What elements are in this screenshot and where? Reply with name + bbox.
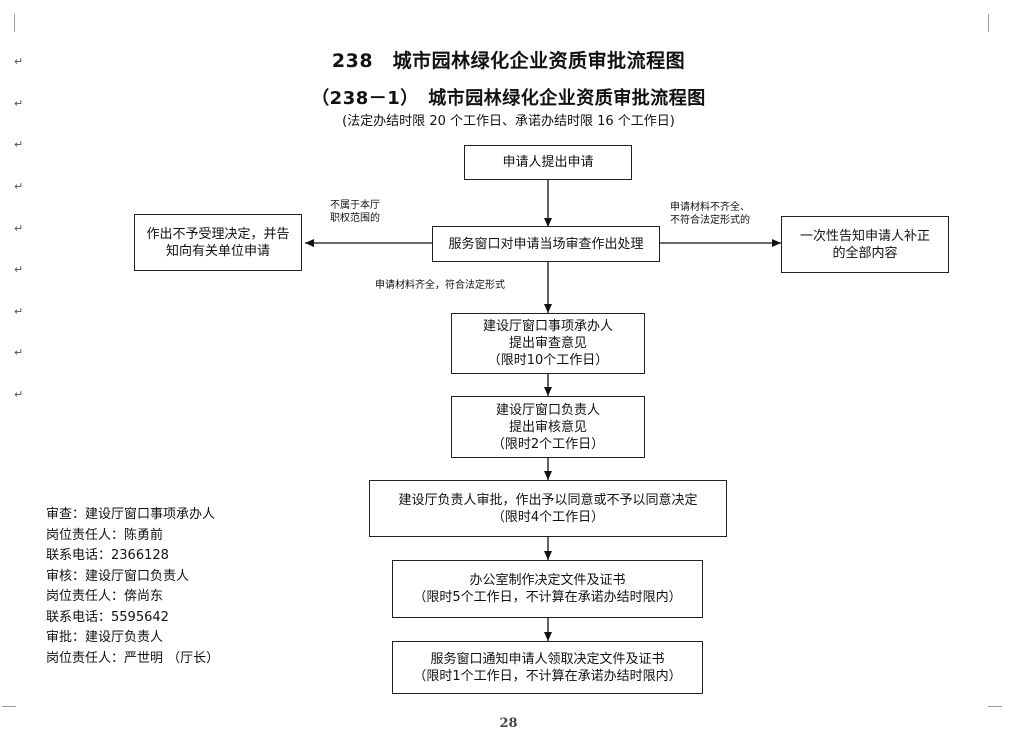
box-window-check-label: 服务窗口对申请当场审查作出处理 [448, 236, 644, 252]
responsible-line: 审核：建设厅窗口负责人 [46, 568, 190, 584]
box-apply: 申请人提出申请 [464, 145, 632, 180]
responsible-line: 岗位责任人：倴尚东 [46, 589, 164, 604]
box-step1-review: 建设厅窗口事项承办人 提出审查意见 （限时10个工作日） [451, 313, 645, 374]
paragraph-mark: ↵ [14, 263, 24, 276]
box-step4-certificate: 办公室制作决定文件及证书 （限时5个工作日，不计算在承诺办结时限内） [392, 560, 703, 618]
paragraph-mark: ↵ [14, 138, 24, 151]
box-reject-line: 作出不予受理决定，并告 [146, 226, 290, 242]
box-step1-line: 提出审查意见 [508, 336, 587, 351]
box-step1-line: （限时10个工作日） [487, 353, 609, 368]
box-step2-line: 建设厅窗口负责人 [495, 402, 600, 418]
page-corner-bottom-left [2, 706, 16, 707]
paragraph-mark: ↵ [14, 222, 24, 235]
responsible-line: 联系电话：5595642 [46, 609, 169, 625]
box-step3-line: 建设厅负责人审批，作出予以同意或不予以同意决定 [398, 492, 698, 508]
responsible-line: 审批：建设厅负责人 [46, 630, 164, 645]
box-step2-line: 提出审核意见 [508, 419, 587, 435]
box-reject: 作出不予受理决定，并告 知向有关单位申请 [134, 214, 302, 271]
time-limits-note: (法定办结时限 20 个工作日、承诺办结时限 16 个工作日) [342, 114, 675, 129]
responsible-line: 联系电话：2366128 [46, 548, 169, 563]
box-reject-line: 知向有关单位申请 [165, 243, 270, 259]
note-line: 职权范围的 [330, 213, 380, 224]
paragraph-mark: ↵ [14, 97, 24, 110]
box-step4-line: 办公室制作决定文件及证书 [469, 573, 626, 588]
box-supplement-line: 一次性告知申请人补正 [799, 228, 930, 244]
box-step5-line: （限时1个工作日，不计算在承诺办结时限内） [413, 668, 682, 684]
responsible-line: 审查：建设厅窗口事项承办人 [46, 507, 216, 522]
responsible-line: 岗位责任人：严世明 （厅长） [46, 650, 220, 666]
page-corner-top-right [988, 14, 989, 32]
box-step5-notify: 服务窗口通知申请人领取决定文件及证书 （限时1个工作日，不计算在承诺办结时限内） [392, 641, 703, 694]
note-complete: 申请材料齐全，符合法定形式 [375, 280, 505, 291]
box-apply-label: 申请人提出申请 [502, 155, 594, 170]
page-corner-bottom-right [988, 706, 1002, 707]
document-title: 238 城市园林绿化企业资质审批流程图 [331, 50, 686, 72]
paragraph-mark: ↵ [14, 305, 24, 318]
note-line: 申请材料不齐全、 [670, 202, 750, 213]
box-step2-line: （限时2个工作日） [491, 436, 605, 452]
note-line: 不符合法定形式的 [670, 215, 750, 226]
responsible-line: 岗位责任人：陈勇前 [46, 527, 164, 543]
page-number: 28 [499, 716, 518, 731]
responsible-list: 审查：建设厅窗口事项承办人 岗位责任人：陈勇前 联系电话：2366128 审核：… [46, 505, 219, 669]
box-supplement: 一次性告知申请人补正 的全部内容 [781, 216, 949, 273]
paragraph-mark: ↵ [14, 346, 24, 359]
box-step3-line: （限时4个工作日） [491, 509, 605, 525]
box-step4-line: （限时5个工作日，不计算在承诺办结时限内） [413, 590, 682, 605]
box-step3-approval: 建设厅负责人审批，作出予以同意或不予以同意决定 （限时4个工作日） [369, 480, 727, 537]
note-line: 不属于本厅 [330, 200, 380, 211]
box-window-check: 服务窗口对申请当场审查作出处理 [432, 226, 660, 262]
box-step1-line: 建设厅窗口事项承办人 [482, 319, 613, 334]
paragraph-mark: ↵ [14, 388, 24, 401]
box-step2-audit: 建设厅窗口负责人 提出审核意见 （限时2个工作日） [451, 396, 645, 458]
paragraph-mark: ↵ [14, 180, 24, 193]
paragraph-mark: ↵ [14, 55, 24, 68]
flowchart-title: （238－1） 城市园林绿化企业资质审批流程图 [311, 88, 706, 109]
box-supplement-line: 的全部内容 [832, 245, 898, 261]
page-corner-top-left [14, 14, 15, 32]
box-step5-line: 服务窗口通知申请人领取决定文件及证书 [430, 651, 665, 667]
note-not-in-scope: 不属于本厅 职权范围的 [330, 199, 380, 225]
note-incomplete: 申请材料不齐全、 不符合法定形式的 [670, 201, 750, 227]
